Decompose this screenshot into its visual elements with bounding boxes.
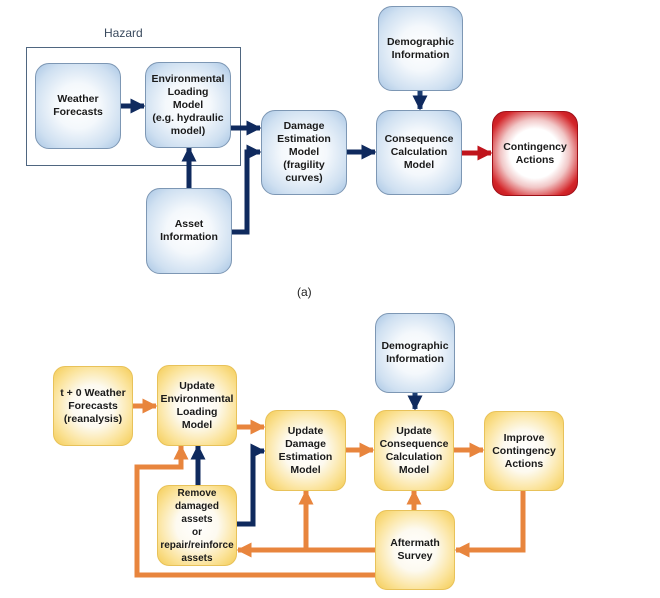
node-label: Damage Estimation Model (fragility curve… (277, 120, 331, 184)
node-label: Weather Forecasts (53, 93, 103, 118)
arrow-asset-to-damage (231, 144, 262, 235)
node-demographic-information-b: Demographic Information (375, 313, 455, 393)
node-contingency-actions: Contingency Actions (492, 111, 578, 196)
arrow-improve-to-aftermath (454, 490, 526, 558)
node-label: Demographic Information (386, 35, 455, 61)
node-environmental-loading-model: Environmental Loading Model (e.g. hydrau… (145, 62, 231, 148)
hazard-group-frame (26, 47, 241, 166)
node-remove-damaged-assets: Remove damaged assets or repair/reinforc… (157, 485, 237, 566)
node-label: Update Damage Estimation Model (278, 424, 333, 476)
node-update-environmental-loading-model: Update Environmental Loading Model (157, 365, 237, 446)
figure-caption-a: (a) (297, 285, 312, 299)
node-label: Demographic Information (381, 340, 449, 365)
node-label: Improve Contingency Actions (492, 431, 556, 470)
node-label: Update Environmental Loading Model (160, 379, 234, 431)
node-label: Aftermath Survey (390, 537, 440, 562)
node-label: Update Consequence Calculation Model (379, 424, 449, 476)
node-asset-information: Asset Information (146, 188, 232, 274)
hazard-group-label: Hazard (104, 26, 143, 40)
arrow-remove-to-damage (237, 443, 266, 527)
node-t0-weather-forecasts: t + 0 Weather Forecasts (reanalysis) (53, 366, 133, 446)
node-update-consequence-calculation-model: Update Consequence Calculation Model (374, 410, 454, 491)
node-improve-contingency-actions: Improve Contingency Actions (484, 411, 564, 491)
node-weather-forecasts: Weather Forecasts (35, 63, 121, 149)
node-label: Asset Information (160, 218, 218, 243)
node-label: Consequence Calculation Model (384, 133, 454, 171)
node-update-damage-estimation-model: Update Damage Estimation Model (265, 410, 346, 491)
node-label: Environmental Loading Model (e.g. hydrau… (151, 72, 225, 137)
node-damage-estimation-model: Damage Estimation Model (fragility curve… (261, 110, 347, 195)
node-label: Contingency Actions (503, 140, 567, 166)
node-consequence-calculation-model: Consequence Calculation Model (376, 110, 462, 195)
node-label: t + 0 Weather Forecasts (reanalysis) (60, 386, 126, 425)
node-label: Remove damaged assets or repair/reinforc… (160, 487, 234, 564)
node-aftermath-survey: Aftermath Survey (375, 510, 455, 590)
arrow-aftermath-to-env (134, 444, 375, 578)
node-demographic-information: Demographic Information (378, 6, 463, 91)
